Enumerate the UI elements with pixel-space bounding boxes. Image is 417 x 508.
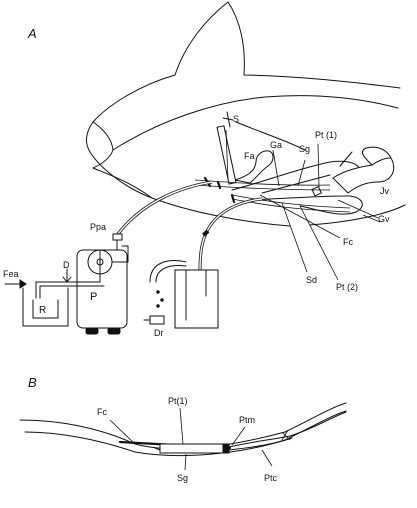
label-jv: Jv [380,186,390,196]
label-ga: Ga [270,140,282,150]
jugular-vein [332,146,395,194]
panel-b-vessel [19,402,347,457]
label-pt2: Pt (2) [336,282,358,292]
label-gv: Gv [378,214,390,224]
reservoir [22,249,105,327]
leader-lines-b [109,407,273,471]
femoral-artery [234,150,274,184]
ptm-tip [222,443,230,454]
label-sd: Sd [306,275,317,285]
pump-to-fish-tube [116,180,213,235]
fea-arrow-icon [4,279,27,289]
fish-body-outline [85,1,406,227]
label-fa: Fa [244,151,255,161]
label-b-pt1: Pt(1) [168,396,188,406]
label-fc: Fc [343,237,353,247]
stimulating-electrode [216,111,237,185]
perfusion-lines [194,176,351,213]
label-r: R [39,305,46,316]
label-fea: Fea [3,269,19,279]
panel-a-letter: A [27,26,37,41]
leader-lines-a [259,143,381,281]
pt1-site-box [311,185,322,197]
pump-unit [76,233,129,335]
label-b-ptc: Ptc [264,473,278,483]
label-b-sg: Sg [177,473,188,483]
label-p: P [90,291,97,303]
label-d: D [63,260,70,270]
label-pt1: Pt (1) [315,130,337,140]
label-b-ptm: Ptm [239,415,255,425]
label-b-fc: Fc [97,407,107,417]
pt1-sensor [159,443,225,454]
label-sg: Sg [299,144,310,154]
label-dr: Dr [154,328,164,338]
label-s: S [233,114,239,124]
drain-tube [198,197,263,271]
label-ppa: Ppa [90,222,106,232]
panel-b-letter: B [28,375,37,390]
collection-vessel [143,260,219,329]
